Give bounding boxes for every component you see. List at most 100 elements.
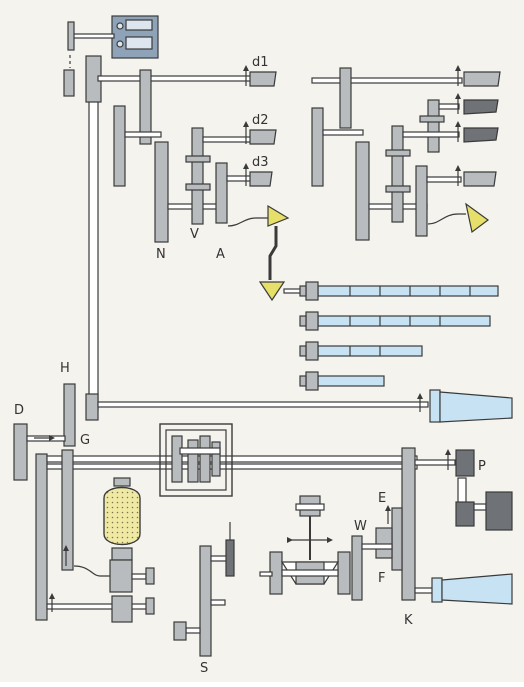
right-v-collar-2	[385, 185, 411, 193]
right-top-shaft	[438, 103, 460, 110]
cam-unit	[103, 477, 155, 593]
panel-shaft	[71, 33, 115, 39]
spindle-gear-1	[305, 281, 319, 301]
panel-gear	[67, 21, 75, 51]
right-bevel-gear	[465, 202, 490, 234]
gear-d	[13, 423, 28, 481]
gear-v	[191, 127, 204, 225]
right-tool-2	[463, 99, 499, 115]
spindle-gear-3	[305, 341, 319, 361]
d3-shaft	[226, 175, 252, 182]
cluster-shaft-1	[124, 131, 162, 138]
right-mid-shaft	[402, 131, 460, 138]
spindle-4	[317, 375, 385, 387]
clutch-box	[159, 423, 233, 497]
d1-gear	[139, 69, 152, 145]
label-n: N	[156, 247, 166, 262]
label-g: G	[80, 433, 90, 448]
right-gear-n	[355, 141, 370, 241]
tool-holder	[429, 389, 441, 423]
gear-e	[391, 507, 403, 571]
right-flex-shaft	[427, 213, 466, 225]
main-vertical-shaft	[88, 59, 99, 411]
drive-motor	[485, 491, 513, 531]
spindle-1	[317, 285, 499, 297]
label-d1: d1	[252, 55, 269, 70]
right-low-shaft	[426, 176, 462, 183]
spindle-gear-4	[305, 371, 319, 391]
w-shaft	[361, 543, 393, 550]
right-gear-upper	[427, 99, 440, 153]
label-d: D	[14, 403, 24, 418]
right-tool-4	[463, 171, 497, 187]
right-tool-3	[463, 127, 499, 143]
gear-a	[215, 162, 228, 224]
label-e: E	[378, 491, 386, 506]
label-k: K	[404, 613, 413, 628]
bottom-end-gear	[145, 597, 155, 615]
label-s: S	[200, 661, 208, 676]
label-h: H	[60, 361, 70, 376]
spindle-collar-2	[299, 315, 307, 327]
v-collar-2	[185, 183, 211, 191]
spindle-collar-4	[299, 375, 307, 387]
h-shaft-gear	[85, 393, 99, 421]
spindle-collar-1	[299, 285, 307, 297]
right-gear-a	[415, 165, 428, 237]
right-gear-v	[391, 125, 404, 223]
p-shaft	[414, 459, 456, 466]
spindle-collar-3	[299, 345, 307, 357]
d2-tool	[249, 129, 277, 145]
right-tool-1	[463, 71, 501, 87]
s-small-gear	[173, 621, 187, 641]
label-f: F	[378, 571, 385, 586]
label-v: V	[190, 227, 199, 242]
label-d3: d3	[252, 155, 269, 170]
label-a: A	[216, 247, 225, 262]
s-shaft-upper	[210, 555, 228, 562]
gear-w	[351, 535, 363, 601]
d3-tool	[249, 171, 273, 187]
gear-g	[61, 449, 74, 571]
s-shaft-left	[185, 627, 201, 634]
bevel-gear-top	[267, 204, 290, 227]
flexible-shaft-1	[227, 217, 268, 227]
label-w: W	[354, 519, 367, 534]
lower-tool-holder	[431, 577, 443, 603]
spindle-3	[317, 345, 423, 357]
main-horizontal-shaft-upper	[97, 401, 429, 408]
label-p: P	[478, 459, 486, 474]
right-v-collar-1	[385, 149, 411, 157]
bottom-gear-block	[111, 595, 133, 623]
gear-f	[375, 527, 393, 559]
gear-h	[63, 383, 76, 447]
belt	[457, 477, 467, 505]
pulley-lower	[455, 501, 475, 527]
bevel-gear-bottom	[258, 281, 286, 302]
right-gear-1	[339, 67, 352, 129]
left-lower-gear	[35, 453, 48, 621]
pulley-upper	[455, 449, 475, 477]
label-d2: d2	[252, 113, 269, 128]
right-cluster-gear	[311, 107, 324, 187]
d1-tool	[249, 71, 277, 87]
boring-spindles	[283, 281, 499, 391]
spindle-2	[317, 315, 491, 327]
cluster-gear-1	[113, 105, 126, 187]
right-upper-collar	[419, 115, 445, 123]
flex-shaft-cam	[73, 565, 112, 577]
s-top-gear	[225, 539, 235, 577]
upper-left-gear	[63, 69, 75, 97]
swivel-unit	[259, 495, 351, 595]
labels: d1 d2 d3 N V A H D G P E W F K S	[14, 55, 486, 676]
cone-tool-upper	[439, 391, 513, 423]
right-cluster-shaft	[322, 129, 364, 136]
gear-n	[154, 141, 169, 243]
motor-shaft	[473, 503, 487, 511]
cone-tool-lower	[441, 573, 513, 605]
right-d1-shaft	[311, 77, 463, 84]
vertical-link-shaft	[268, 226, 278, 280]
control-panel	[111, 15, 159, 59]
